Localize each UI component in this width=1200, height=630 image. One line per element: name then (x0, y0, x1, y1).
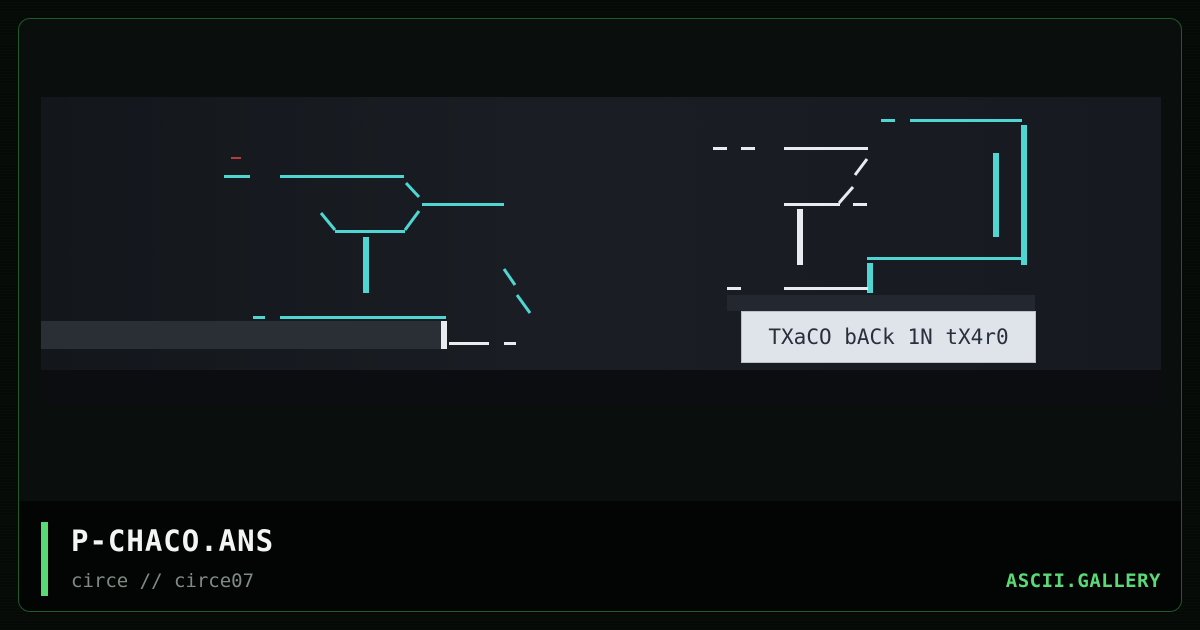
art-pillar (867, 263, 873, 293)
artwork-drawing (41, 119, 1035, 349)
art-line (280, 316, 446, 319)
ansi-artwork[interactable]: TXaCO bACk 1N tX4r0 (41, 97, 1161, 404)
art-white-pillar (441, 321, 447, 349)
art-white-dash (853, 203, 867, 206)
art-white-pillar (797, 209, 803, 265)
art-slash (404, 181, 421, 199)
art-white-slash (837, 186, 855, 204)
art-white-dash (727, 287, 741, 290)
art-dash (881, 119, 895, 122)
art-white-line (784, 203, 840, 206)
preview-card: TXaCO bACk 1N tX4r0 P-CHACO.ANS circe //… (18, 18, 1182, 612)
art-dash (253, 316, 265, 319)
art-caption-shadow (727, 295, 1035, 311)
art-white-line (784, 287, 868, 290)
art-white-slash (853, 158, 869, 176)
art-slash (319, 212, 337, 231)
art-line (335, 230, 405, 233)
art-slash (403, 210, 421, 231)
art-white-dash (741, 147, 755, 150)
art-white-line (784, 147, 868, 150)
art-pillar (363, 237, 369, 293)
art-pillar (1021, 125, 1027, 265)
footer-bar: P-CHACO.ANS circe // circe07 ASCII.GALLE… (19, 501, 1181, 611)
accent-bar (41, 522, 48, 596)
art-white-dash (713, 147, 727, 150)
art-slash (515, 294, 532, 314)
art-slash (502, 268, 517, 286)
art-line (867, 257, 1027, 260)
art-dash (224, 175, 250, 178)
art-line (910, 119, 1022, 122)
site-brand-link[interactable]: ASCII.GALLERY (1005, 570, 1161, 592)
artist-byline[interactable]: circe // circe07 (71, 570, 255, 592)
art-white-line (449, 342, 489, 345)
artwork-caption: TXaCO bACk 1N tX4r0 (741, 311, 1036, 363)
art-line (422, 203, 504, 206)
artwork-title: P-CHACO.ANS (71, 524, 275, 558)
art-dark-bar (41, 321, 441, 349)
art-pillar (993, 153, 999, 237)
art-red-dash (231, 157, 241, 159)
artwork-bottom-band (41, 370, 1161, 404)
art-line (280, 175, 404, 178)
art-white-dash (504, 342, 516, 345)
